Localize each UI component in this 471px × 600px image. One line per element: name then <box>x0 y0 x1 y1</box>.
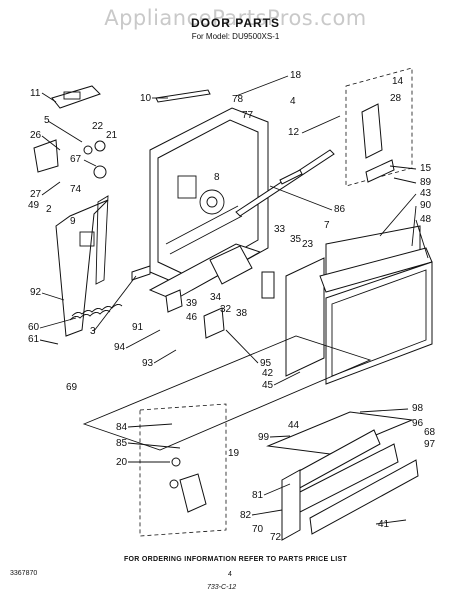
callout-10: 10 <box>140 93 152 104</box>
spring <box>69 303 123 321</box>
handle-bracket <box>51 85 101 109</box>
callout-94: 94 <box>114 342 126 353</box>
callout-35: 35 <box>290 234 302 245</box>
callout-3: 3 <box>90 326 96 337</box>
small-parts <box>33 139 225 339</box>
callout-9: 9 <box>70 216 76 227</box>
side-panel <box>55 195 109 337</box>
callout-91: 91 <box>132 322 144 333</box>
callout-46: 46 <box>186 312 198 323</box>
callout-labels: 11 10 18 78 77 14 28 5 4 26 22 21 12 67 … <box>28 70 436 543</box>
callout-32: 32 <box>220 304 232 315</box>
leader-lines <box>39 75 429 525</box>
model-subtitle: For Model: DU9500XS-1 <box>191 32 280 41</box>
callout-12: 12 <box>288 127 300 138</box>
callout-15: 15 <box>420 163 432 174</box>
callout-68: 68 <box>424 427 436 438</box>
callout-85: 85 <box>116 438 128 449</box>
callout-84: 84 <box>116 422 128 433</box>
callout-93: 93 <box>142 358 154 369</box>
callout-44: 44 <box>288 420 300 431</box>
callout-34: 34 <box>210 292 222 303</box>
callout-39: 39 <box>186 298 198 309</box>
ordering-note: FOR ORDERING INFORMATION REFER TO PARTS … <box>123 556 348 563</box>
callout-70: 70 <box>252 524 264 535</box>
callout-78: 78 <box>232 94 244 105</box>
callout-23: 23 <box>302 239 314 250</box>
callout-98: 98 <box>412 403 424 414</box>
callout-22: 22 <box>92 121 104 132</box>
callout-81: 81 <box>252 490 264 501</box>
callout-82: 82 <box>240 510 252 521</box>
callout-61: 61 <box>28 334 40 345</box>
document-number: 3367870 <box>10 570 38 577</box>
callout-96: 96 <box>412 418 424 429</box>
top-strip <box>155 89 211 103</box>
callout-42: 42 <box>262 368 274 379</box>
revision-stamp: 733-C-12 <box>207 584 237 591</box>
callout-99: 99 <box>258 432 270 443</box>
callout-2: 2 <box>46 204 52 215</box>
door-rail <box>235 149 335 217</box>
callout-8: 8 <box>214 172 220 183</box>
page-number: 4 <box>228 571 232 578</box>
callout-5: 5 <box>44 115 50 126</box>
callout-74: 74 <box>70 184 82 195</box>
callout-45: 45 <box>262 380 274 391</box>
callout-41: 41 <box>378 519 390 530</box>
callout-14: 14 <box>392 76 404 87</box>
hinge-assembly <box>345 67 413 187</box>
callout-92: 92 <box>30 287 42 298</box>
callout-95: 95 <box>260 358 272 369</box>
callout-18: 18 <box>290 70 302 81</box>
callout-48: 48 <box>420 214 432 225</box>
callout-49: 49 <box>28 200 40 211</box>
kickplate-section <box>82 335 419 541</box>
outer-door-panels <box>285 225 433 385</box>
callout-11: 11 <box>30 88 41 99</box>
callout-28: 28 <box>390 93 402 104</box>
callout-26: 26 <box>30 130 42 141</box>
callout-20: 20 <box>116 457 128 468</box>
callout-19: 19 <box>228 448 240 459</box>
page-title: DOOR PARTS <box>190 16 281 30</box>
callout-67: 67 <box>70 154 82 165</box>
callout-21: 21 <box>106 130 118 141</box>
callout-33: 33 <box>274 224 286 235</box>
callout-43: 43 <box>420 188 432 199</box>
callout-7: 7 <box>324 220 330 231</box>
callout-72: 72 <box>270 532 282 543</box>
callout-89: 89 <box>420 177 432 188</box>
callout-60: 60 <box>28 322 40 333</box>
callout-97: 97 <box>424 439 436 450</box>
callout-4: 4 <box>290 96 296 107</box>
callout-69: 69 <box>66 382 78 393</box>
callout-77: 77 <box>242 110 254 121</box>
callout-86: 86 <box>334 204 346 215</box>
callout-27: 27 <box>30 189 42 200</box>
callout-38: 38 <box>236 308 248 319</box>
callout-90: 90 <box>420 200 432 211</box>
